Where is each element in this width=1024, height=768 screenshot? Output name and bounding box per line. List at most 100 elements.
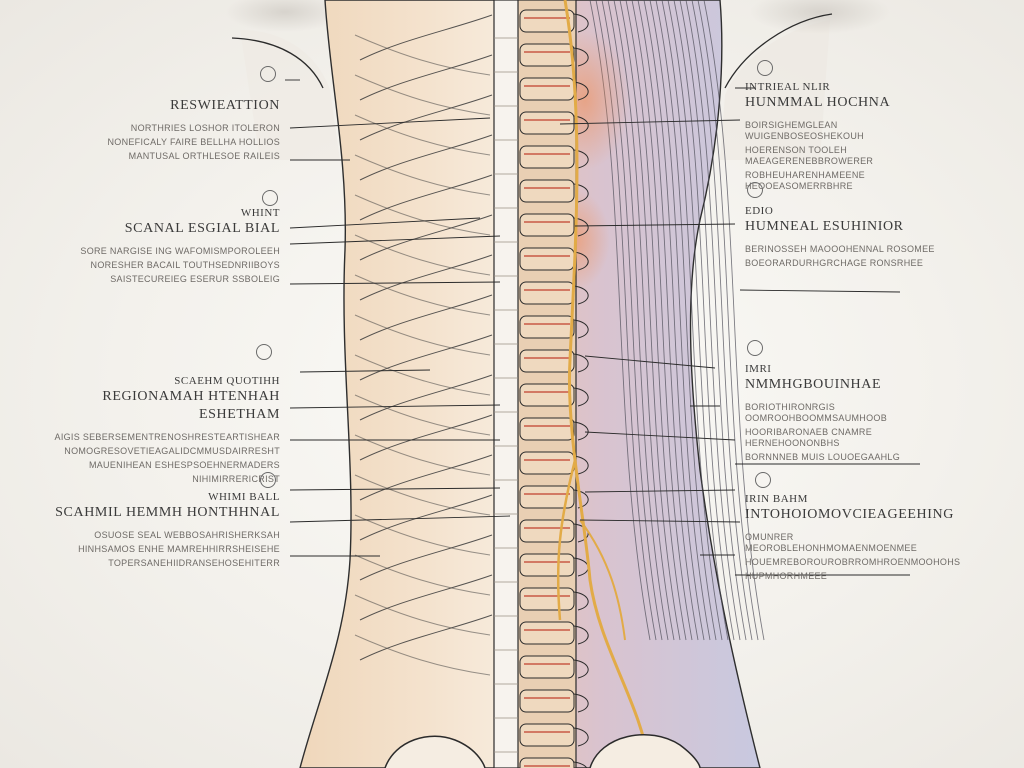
- rib-line: [359, 294, 493, 341]
- rib-line: [359, 494, 493, 541]
- right-label-4: IRIN BAHM INTOHOIOMOVCIEAGEEHING OMUNRER…: [745, 492, 961, 582]
- right-label-4-line-3: HUPMHORHMEEE: [745, 571, 828, 581]
- left-label-2-title: SCANAL ESGIAL BIAL: [124, 221, 280, 236]
- left-label-3-title: REGIONAMAH HTENHAH ESHETHAM: [102, 389, 280, 422]
- left-label-1-line-3: MANTUSAL ORTHLESOE RAILEIS: [128, 151, 280, 161]
- muscle-fiber-line: [679, 0, 741, 641]
- vertebra-process: [573, 625, 589, 645]
- leader-line: [559, 119, 741, 125]
- muscle-fiber-line: [703, 0, 765, 641]
- vertebra-process: [573, 319, 589, 339]
- leader-line: [299, 369, 431, 373]
- leader-line: [584, 355, 716, 369]
- rib-line: [359, 214, 493, 261]
- vertebra: [519, 315, 575, 339]
- muscle-fiber-line: [685, 0, 747, 641]
- left-label-4-line-2: HINHSAMOS ENHE MAMREHHIRRSHEISEHE: [78, 544, 280, 554]
- vertebra: [519, 179, 575, 203]
- leader-line: [289, 235, 501, 245]
- leader-line: [289, 117, 491, 129]
- leader-line: [584, 489, 736, 493]
- vertebra-process: [573, 591, 589, 611]
- leader-line: [289, 217, 481, 229]
- torso-left: [299, 0, 506, 768]
- muscle-fiber-line: [655, 0, 717, 641]
- vertebra: [519, 655, 575, 679]
- vertebra-process: [573, 13, 589, 33]
- right-label-3-line-2: HOORIBARONAEB CNAMRE HERNEHOONONBHS: [745, 427, 873, 448]
- muscle-fiber-line: [649, 0, 711, 641]
- left-label-2-line-3: SAISTECUREIEG ESERUR SSBOLEIG: [110, 274, 280, 284]
- leader-line: [289, 515, 511, 523]
- rib-line: [359, 574, 493, 621]
- vertebra: [519, 145, 575, 169]
- right-shoulder-outline: [720, 20, 830, 160]
- rib-line: [359, 454, 493, 501]
- rib-line: [354, 274, 491, 316]
- muscle-fiber-line: [619, 0, 681, 641]
- left-label-1: RESWIEATTION NORTHRIES LOSHOR ITOLERON N…: [60, 97, 280, 162]
- rib-line: [354, 154, 491, 196]
- muscle-fiber-line: [643, 0, 705, 641]
- rib-line: [359, 534, 493, 581]
- right-label-1-line-1: BOIRSIGHEMGLEAN WUIGENBOSEOSHEKOUH: [745, 120, 864, 141]
- left-label-2-line-1: SORE NARGISE ING WAFOMISMPOROLEEH: [80, 246, 280, 256]
- vertebra: [519, 9, 575, 33]
- vertebra-process: [573, 353, 589, 373]
- vertebra: [519, 213, 575, 237]
- left-label-1-title: RESWIEATTION: [170, 98, 280, 113]
- vertebra: [519, 587, 575, 611]
- right-label-2-title: HUMNEAL ESUHINIOR: [745, 219, 904, 234]
- left-label-1-line-1: NORTHRIES LOSHOR ITOLERON: [130, 123, 280, 133]
- vertebra-process: [573, 455, 589, 475]
- nerve-trunk: [563, 0, 652, 768]
- vertebra-process: [573, 285, 589, 305]
- left-label-4-line-3: TOPERSANEHIIDRANSEHOSEHITERR: [108, 558, 280, 568]
- right-label-4-subtitle: IRIN BAHM: [745, 493, 808, 505]
- leader-line: [739, 289, 901, 293]
- right-label-1-line-3: ROBHEUHARENHAMEENE HEOOEASOMERRBHRE: [745, 170, 865, 191]
- vertebra: [519, 77, 575, 101]
- left-label-3-line-3: MAUENIHEAN ESHESPSOEHNERMADERS: [88, 460, 280, 470]
- rib-line: [359, 134, 493, 181]
- right-label-1-subtitle: INTRIEAL NLIR: [745, 81, 831, 93]
- left-label-3: SCAEHM QUOTIHH REGIONAMAH HTENHAH ESHETH…: [50, 374, 280, 485]
- rib-line: [359, 54, 493, 101]
- vertebra-process: [573, 47, 589, 67]
- right-label-4-title: INTOHOIOMOVCIEAGEEHING: [745, 507, 954, 522]
- vertebra-process: [573, 387, 589, 407]
- vertebra: [519, 689, 575, 713]
- rib-line: [354, 554, 491, 596]
- vertebra: [519, 349, 575, 373]
- vertebra: [519, 451, 575, 475]
- rib-line: [354, 634, 491, 676]
- left-label-2-subtitle: WHINT: [240, 207, 280, 219]
- rib-line: [359, 94, 493, 141]
- right-label-2-marker: [747, 182, 763, 198]
- spinal-column-left-edge: [493, 0, 521, 768]
- vertebra: [519, 621, 575, 645]
- vertebra-process: [573, 693, 589, 713]
- muscle-fiber-line: [661, 0, 723, 641]
- right-label-3: IMRI NMMHGBOUINHAE BORIOTHIRONRGIS OOMRO…: [745, 362, 945, 463]
- right-label-1-marker: [757, 60, 773, 76]
- right-label-2-line-2: BOEORARDURHGRCHAGE RONSRHEE: [745, 258, 924, 268]
- right-label-4-line-1: OMUNRER MEOROBLEHONHMOMAENMOENMEE: [745, 532, 918, 553]
- left-label-4-line-1: OSUOSE SEAL WEBBOSAHRISHERKSAH: [94, 530, 280, 540]
- right-label-2: EDIO HUMNEAL ESUHINIOR BERINOSSEH MAOOOH…: [745, 204, 945, 269]
- rib-line: [354, 394, 491, 436]
- leader-line: [289, 487, 501, 491]
- leader-line: [584, 431, 736, 441]
- rib-line: [359, 14, 493, 61]
- right-label-4-line-2: HOUEMREBOROUROBRROMHROENMOOHOHS: [745, 557, 961, 567]
- left-label-1-line-2: NONEFICALY FAIRE BELLHA HOLLIOS: [107, 137, 280, 147]
- vertebra-process: [573, 251, 589, 271]
- left-label-2: WHINT SCANAL ESGIAL BIAL SORE NARGISE IN…: [60, 206, 280, 285]
- left-label-3-line-2: NOMOGRESOVETIEAGALIDCMMUSDAIRRESHT: [64, 446, 280, 456]
- left-label-2-line-2: NORESHER BACAIL TOUTHSEDNRIIBOYS: [90, 260, 280, 270]
- rib-line: [354, 314, 491, 356]
- muscle-fiber-line: [637, 0, 699, 641]
- left-shoulder-outline: [240, 30, 340, 160]
- left-label-4-title: SCAHMIL HEMMH HONTHHNAL: [55, 505, 280, 520]
